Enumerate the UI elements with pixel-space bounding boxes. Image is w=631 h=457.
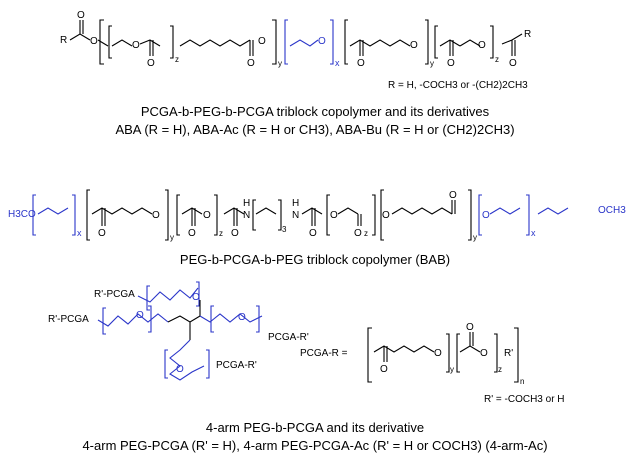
oxygen-label: O [482,210,490,221]
oxygen-label: O [509,58,517,69]
oxygen-label: O [90,36,98,47]
methoxy-right: OCH3 [598,205,626,216]
oxygen-label: O [447,58,455,69]
z-subscript: z [219,229,223,238]
r-definition-note: R = H, -COCH3 or -(CH2)2CH3 [388,80,528,91]
oxygen-label: O [231,228,239,239]
x-subscript: x [531,228,536,238]
oxygen-label: O [77,10,85,21]
y-subscript: y [170,233,174,242]
r-group-left: R [60,35,67,46]
z-subscript: z [495,55,499,64]
pcga-r-definition: PCGA-R = [300,348,348,359]
r-prime-definition-note: R' = -COCH3 or H [484,394,565,405]
oxygen-label: O [152,210,160,221]
methoxy-left: H3CO [8,209,36,220]
y-subscript: y [278,59,282,68]
arm-label-right: PCGA-R' [268,332,309,343]
oxygen-label: O [309,228,317,239]
oxygen-label: O [203,210,211,221]
oxygen-label: O [480,348,488,359]
r-prime-label: R' [504,348,513,359]
oxygen-label: O [238,312,246,323]
arm-label-left: R'-PCGA [48,314,89,325]
z-subscript: z [364,229,368,238]
oxygen-label: O [354,228,362,239]
arm-label-bottom: PCGA-R' [216,360,257,371]
oxygen-label: O [357,58,365,69]
methylene-count: 3 [282,225,287,234]
z-subscript: z [498,365,502,374]
oxygen-label: O [147,58,155,69]
oxygen-label: O [258,36,266,47]
oxygen-label: O [434,348,442,359]
y-subscript: y [450,365,454,374]
four-arm-caption-variants: 4-arm PEG-PCGA (R' = H), 4-arm PEG-PCGA-… [82,438,547,453]
aba-caption-variants: ABA (R = H), ABA-Ac (R = H or CH3), ABA-… [115,122,514,137]
bab-caption: PEG-b-PCGA-b-PEG triblock copolymer (BAB… [180,252,450,267]
oxygen-label: O [380,364,388,375]
oxygen-label: O [192,292,200,303]
aba-structure: R O O O O z O O y O x [60,10,531,69]
oxygen-label: O [98,228,106,239]
four-arm-structure: R'-PCGA R'-PCGA PCGA-R' PCGA-R' O O O O … [48,281,524,386]
oxygen-label: O [188,228,196,239]
y-subscript: y [430,59,434,68]
oxygen-label: O [136,310,144,321]
arm-label-top-left: R'-PCGA [94,289,135,300]
oxygen-label: O [449,190,457,201]
n-subscript: n [520,377,524,386]
oxygen-label: O [466,322,474,333]
aba-caption-title: PCGA-b-PEG-b-PCGA triblock copolymer and… [141,104,490,119]
oxygen-label: O [247,58,255,69]
r-group-right: R [524,29,531,40]
x-subscript: x [77,228,82,238]
oxygen-label: O [330,210,338,221]
oxygen-label: O [478,40,486,51]
y-subscript: y [473,233,477,242]
oxygen-label: O [176,364,184,375]
z-subscript: z [175,55,179,64]
x-subscript: x [335,58,340,68]
nh-hydrogen: H [292,198,299,209]
oxygen-label: O [382,210,390,221]
nh-hydrogen: H [243,198,250,209]
oxygen-label: O [318,36,326,47]
oxygen-label: O [132,40,140,51]
bab-structure: H3CO x O O y O O z O H N 3 H N O [8,189,626,242]
nh-nitrogen: N [292,210,299,221]
nh-nitrogen: N [243,210,250,221]
four-arm-caption-title: 4-arm PEG-b-PCGA and its derivative [206,420,424,435]
oxygen-label: O [410,40,418,51]
